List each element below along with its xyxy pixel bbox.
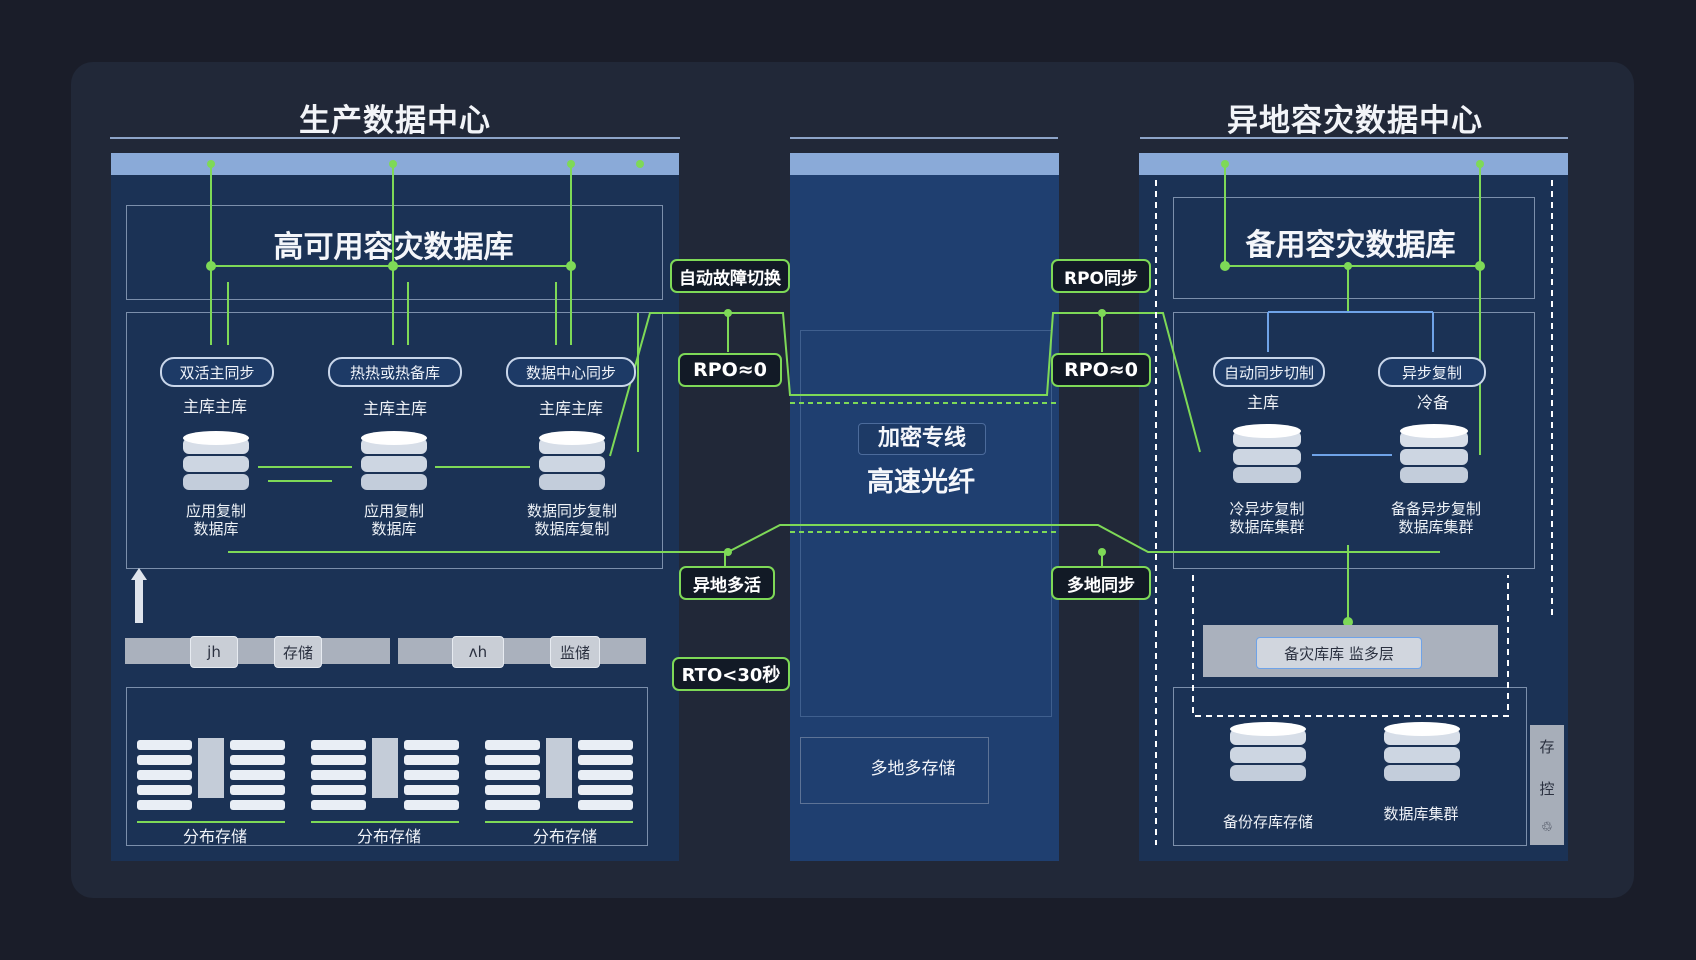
left-db-caption-2a: 应用复制 bbox=[363, 502, 424, 520]
right-side-tag-char-2: 控 bbox=[1539, 779, 1555, 798]
database-icon bbox=[1230, 722, 1306, 781]
left-db-box bbox=[126, 312, 663, 569]
storage-rack-icon bbox=[311, 738, 459, 810]
database-icon bbox=[1384, 722, 1460, 781]
recycle-icon: ♲ bbox=[1541, 819, 1553, 835]
rto-tag: RTO<30秒 bbox=[672, 657, 790, 691]
left-bar-chip-1: jh bbox=[190, 636, 238, 668]
database-icon bbox=[1233, 424, 1301, 483]
left-db-caption-3a: 数据同步复制 bbox=[526, 502, 617, 520]
right-bottom-label-1: 备份存库存储 bbox=[1222, 813, 1313, 831]
right-column bbox=[1139, 153, 1568, 861]
database-icon bbox=[539, 431, 605, 490]
auto-failover-tag: 自动故障切换 bbox=[670, 259, 790, 293]
encrypted-line-label: 加密专线 bbox=[858, 423, 986, 455]
left-bar-2 bbox=[398, 638, 646, 664]
high-speed-fiber-label: 高速光纤 bbox=[867, 467, 975, 498]
right-db-caption-1b: 数据库集群 bbox=[1229, 518, 1305, 536]
left-storage-box bbox=[126, 687, 648, 846]
right-pill-auto-switch: 自动同步切制 bbox=[1213, 357, 1325, 387]
left-db-label-2: 主库主库 bbox=[362, 399, 427, 418]
right-db-label-1: 主库 bbox=[1246, 393, 1279, 412]
rpo-sync-tag: RPO同步 bbox=[1051, 259, 1151, 293]
right-db-label-2: 冷备 bbox=[1416, 393, 1449, 412]
left-bar-chip-3: ʌh bbox=[452, 636, 504, 668]
left-bar-chip-2: 存储 bbox=[274, 636, 322, 668]
left-bar-1 bbox=[125, 638, 390, 664]
right-db-caption-1a: 冷异步复制 bbox=[1229, 500, 1305, 518]
right-bottom-label-2: 数据库集群 bbox=[1383, 805, 1459, 823]
right-banner-title: 备用容灾数据库 bbox=[1245, 228, 1456, 263]
left-pill-hot-standby: 热热或热备库 bbox=[328, 357, 462, 387]
center-grid-box bbox=[800, 330, 1052, 717]
rpo-right-tag: RPO≈0 bbox=[1051, 353, 1151, 387]
center-storage-box bbox=[800, 737, 989, 804]
right-db-caption-2a: 备备异步复制 bbox=[1390, 500, 1481, 518]
database-icon bbox=[1400, 424, 1468, 483]
right-datacenter-title: 异地容灾数据中心 bbox=[1227, 103, 1483, 139]
multi-active-tag: 异地多活 bbox=[679, 566, 775, 600]
left-db-caption-1b: 数据库 bbox=[193, 520, 239, 538]
left-bar-chip-4: 监储 bbox=[550, 636, 600, 668]
left-pill-dc-sync: 数据中心同步 bbox=[506, 357, 636, 387]
left-db-caption-2b: 数据库 bbox=[371, 520, 417, 538]
database-icon bbox=[183, 431, 249, 490]
storage-rack-icon bbox=[485, 738, 633, 810]
right-banner-box bbox=[1173, 197, 1535, 299]
right-side-tag: 存 控 ♲ bbox=[1530, 725, 1564, 845]
right-column-header bbox=[1139, 153, 1568, 175]
left-pill-active-sync: 双活主同步 bbox=[160, 357, 274, 387]
center-storage-label: 多地多存储 bbox=[870, 759, 956, 779]
right-storage-box bbox=[1173, 687, 1527, 846]
multi-sync-tag: 多地同步 bbox=[1051, 566, 1151, 600]
database-icon bbox=[361, 431, 427, 490]
right-bar-chip: 备灾库库 监多层 bbox=[1256, 637, 1422, 669]
left-db-caption-3b: 数据库复制 bbox=[534, 520, 610, 538]
right-title-rule bbox=[1140, 137, 1568, 139]
left-db-caption-1a: 应用复制 bbox=[185, 502, 246, 520]
left-title-rule bbox=[110, 137, 680, 139]
left-datacenter-title: 生产数据中心 bbox=[299, 103, 491, 139]
rpo-left-tag: RPO≈0 bbox=[678, 353, 782, 387]
left-banner-box bbox=[126, 205, 663, 300]
center-column bbox=[790, 153, 1059, 861]
right-db-caption-2b: 数据库集群 bbox=[1398, 518, 1474, 536]
left-storage-label-1: 分布存储 bbox=[182, 827, 247, 846]
left-db-label-3: 主库主库 bbox=[538, 399, 603, 418]
center-column-header bbox=[790, 153, 1059, 175]
storage-rack-icon bbox=[137, 738, 285, 810]
left-storage-label-3: 分布存储 bbox=[532, 827, 597, 846]
right-pill-async-copy: 异步复制 bbox=[1378, 357, 1486, 387]
left-storage-label-2: 分布存储 bbox=[356, 827, 421, 846]
right-side-tag-char-1: 存 bbox=[1539, 737, 1555, 756]
left-db-label-1: 主库主库 bbox=[182, 397, 247, 416]
center-title-rule bbox=[790, 137, 1058, 139]
